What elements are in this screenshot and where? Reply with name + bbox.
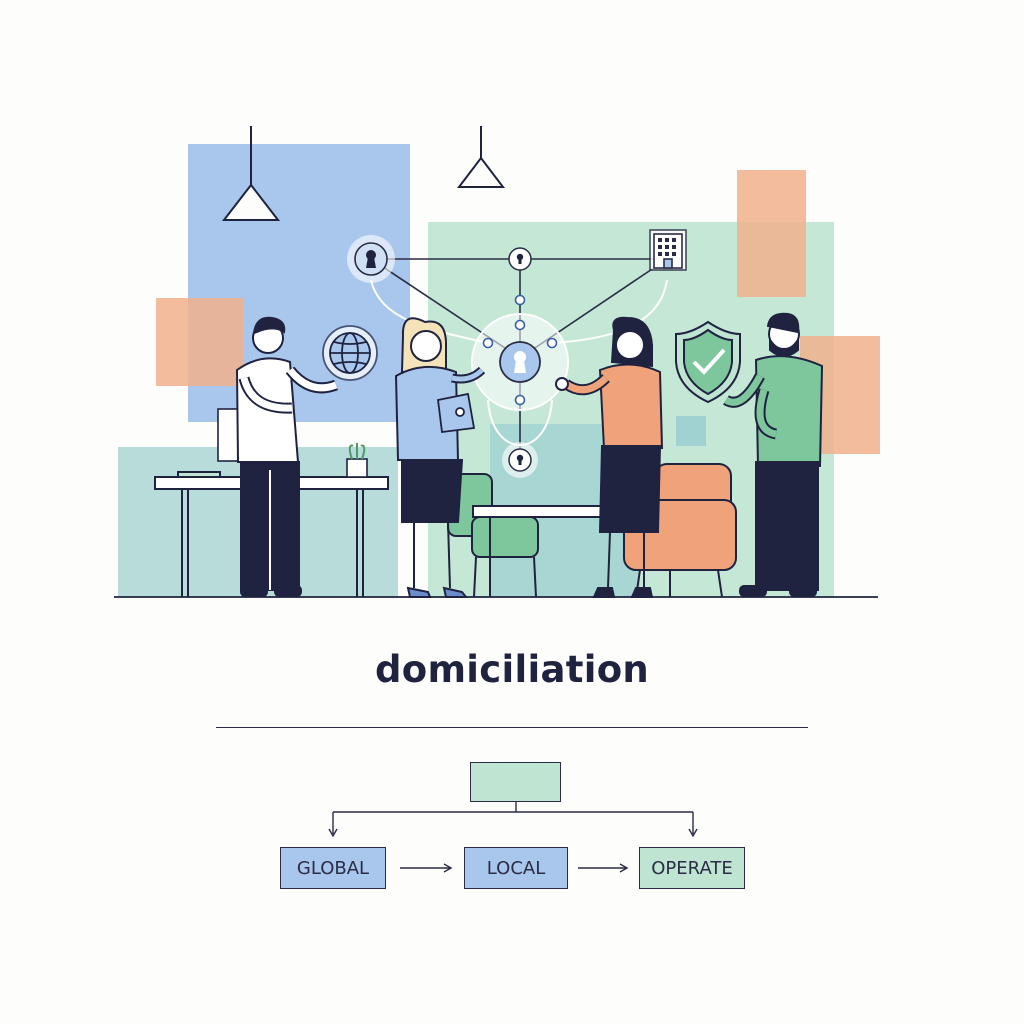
plant-icon bbox=[346, 443, 368, 478]
person-woman-tablet bbox=[394, 317, 486, 598]
page-title: domiciliation bbox=[374, 648, 650, 691]
bg-block-orange-left bbox=[156, 298, 243, 386]
diagram-node-local: LOCAL bbox=[464, 847, 568, 889]
office-illustration bbox=[114, 126, 880, 598]
keyhole-icon bbox=[502, 442, 538, 478]
tablet-icon bbox=[437, 392, 476, 434]
bg-block-teal-small bbox=[676, 416, 706, 446]
globe-icon bbox=[322, 325, 378, 381]
diagram-connectors bbox=[328, 802, 698, 873]
bg-block-orange-top bbox=[737, 170, 806, 297]
diagram-root-node bbox=[470, 762, 561, 802]
diagram-node-global: GLOBAL bbox=[280, 847, 386, 889]
building-icon bbox=[649, 229, 687, 271]
person-man-globe bbox=[235, 316, 338, 597]
diagram-node-operate: OPERATE bbox=[639, 847, 745, 889]
person-woman-orange bbox=[555, 316, 664, 598]
person-man-shield bbox=[723, 312, 824, 597]
keyhole-icon bbox=[347, 235, 395, 283]
keyhole-icon bbox=[499, 341, 541, 383]
lamp-icon bbox=[221, 126, 506, 221]
shield-check-icon bbox=[675, 320, 741, 404]
divider bbox=[216, 727, 808, 728]
keyhole-icon bbox=[508, 247, 532, 271]
